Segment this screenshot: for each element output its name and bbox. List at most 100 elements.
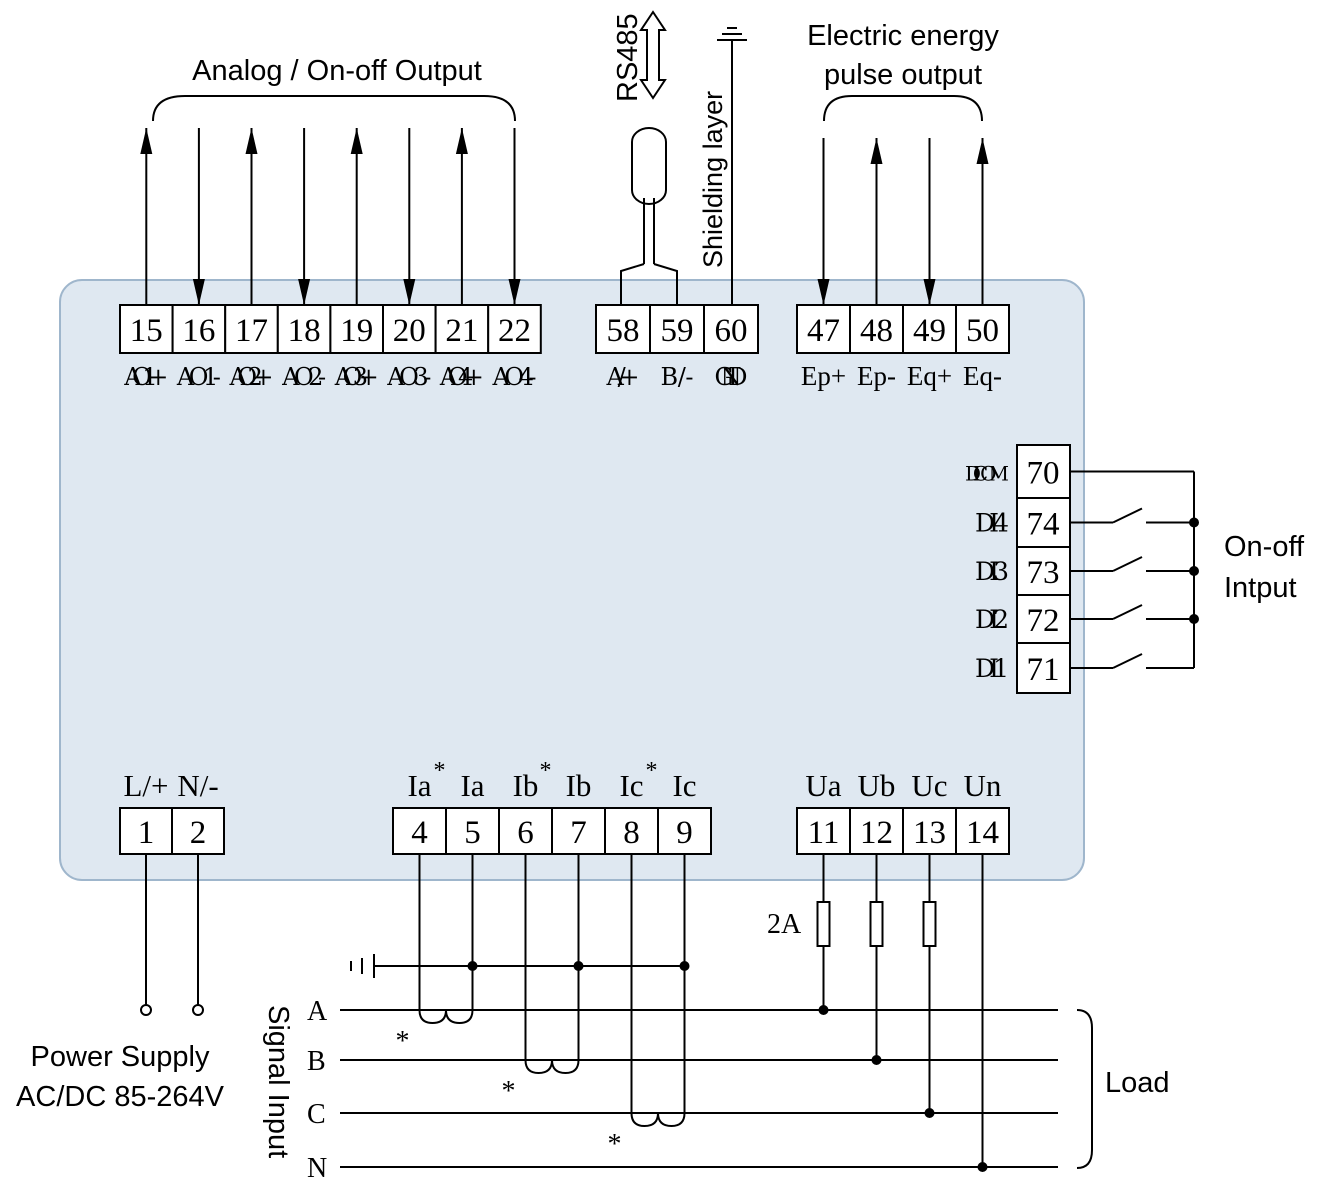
terminal-signal-label: DI3 — [975, 557, 1009, 586]
terminal-9: 9 Ic — [657, 768, 712, 855]
terminal-signal-label: Un — [964, 768, 1002, 803]
analog-output-title: Analog / On-off Output — [192, 55, 482, 87]
terminal-signal-label: Ua — [805, 768, 841, 803]
terminal-signal-label: B/- — [661, 363, 694, 391]
terminal-number: 21 — [445, 313, 478, 349]
terminal-signal-label: Ep- — [857, 361, 896, 391]
fuse-rating-label: 2A — [767, 909, 802, 940]
terminal-59: 59B/- — [649, 304, 705, 391]
phase-label-a: A — [307, 996, 328, 1027]
terminal-signal-label: L/+ — [123, 768, 168, 803]
terminal-signal-label: AO4+ — [439, 363, 484, 391]
terminal-signal-label: AO1- — [176, 363, 221, 391]
terminal-number: 8 — [623, 815, 640, 851]
terminal-number: 6 — [517, 815, 534, 851]
terminal-number: 16 — [182, 313, 215, 349]
terminal-signal-label: DI4 — [975, 509, 1009, 538]
terminal-number: 71 — [1027, 652, 1060, 688]
meter-panel — [59, 279, 1085, 881]
terminal-number: 49 — [913, 313, 946, 349]
ground-icon — [717, 27, 747, 305]
terminal-signal-label: Eq- — [963, 361, 1002, 391]
polarity-star: * — [540, 758, 552, 784]
terminal-number: 12 — [860, 815, 893, 851]
terminal-number: 17 — [235, 313, 268, 349]
terminal-number: 74 — [1027, 507, 1060, 543]
energy-title-line2: pulse output — [824, 59, 982, 91]
polarity-star: * — [396, 1026, 410, 1057]
terminal-6: 6Ib — [498, 768, 553, 855]
terminal-58: 58A/+ — [595, 304, 651, 391]
terminal-12: 12 Ub — [849, 768, 904, 855]
power-supply-line1: Power Supply — [31, 1041, 210, 1073]
terminal-7: 7 Ib — [551, 768, 606, 855]
terminal-signal-label: Eq+ — [907, 361, 952, 391]
onoff-input-line2: Intput — [1224, 572, 1297, 604]
terminal-signal-label: AO4- — [492, 363, 537, 391]
output-arrows — [140, 128, 989, 305]
terminal-number: 70 — [1027, 456, 1060, 492]
terminal-number: 73 — [1027, 555, 1060, 591]
polarity-star: * — [434, 758, 446, 784]
shielding-layer-label: Shielding layer — [698, 91, 728, 268]
energy-brace — [823, 95, 983, 122]
terminal-signal-label: Ib — [566, 768, 592, 803]
phase-label-b: B — [307, 1046, 326, 1077]
terminal-signal-label: DI2 — [975, 605, 1009, 634]
terminal-number: 4 — [411, 815, 428, 851]
terminal-number: 1 — [138, 815, 155, 851]
terminal-1: 1 L/+ — [119, 768, 173, 855]
terminal-number: 48 — [860, 313, 893, 349]
terminal-number: 9 — [676, 815, 693, 851]
terminal-number: 19 — [340, 313, 373, 349]
polarity-star: * — [646, 758, 658, 784]
terminal-signal-label: Ia — [460, 768, 484, 803]
terminal-number: 58 — [607, 313, 640, 349]
terminal-73: 73 DI3 — [975, 546, 1071, 596]
terminal-signal-label: Uc — [911, 768, 947, 803]
terminal-signal-label: N/- — [177, 768, 218, 803]
polarity-star: * — [608, 1129, 622, 1160]
terminal-4: 4Ia — [392, 768, 447, 855]
load-label: Load — [1105, 1067, 1170, 1099]
terminal-signal-label: AO2+ — [229, 363, 274, 391]
terminal-signal-label: Ic — [672, 768, 696, 803]
energy-title-line1: Electric energy — [807, 20, 999, 52]
load-brace — [1076, 1009, 1093, 1169]
terminal-number: 2 — [190, 815, 207, 851]
terminal-70: 70 DICOM — [965, 444, 1071, 499]
signal-input-label: Signal Input — [262, 1005, 294, 1158]
terminal-signal-label: GND — [715, 363, 748, 391]
terminal-signal-label: Ub — [858, 768, 896, 803]
terminal-number: 60 — [715, 313, 748, 349]
terminal-number: 59 — [661, 313, 694, 349]
terminal-number: 13 — [913, 815, 946, 851]
terminal-number: 7 — [570, 815, 587, 851]
analog-output-brace — [152, 95, 516, 122]
terminal-signal-label: DICOM — [965, 462, 1009, 486]
terminal-signal-label: Ic — [619, 768, 643, 803]
terminal-signal-label: AO2- — [281, 363, 326, 391]
terminal-number: 22 — [498, 313, 531, 349]
terminal-signal-label: A/+ — [606, 363, 640, 391]
terminal-number: 50 — [966, 313, 999, 349]
junction-dots — [467, 517, 1199, 1172]
terminal-blocks: 15AO1+16AO1-17AO2+18AO2-19AO3+20AO3-21AO… — [119, 304, 1071, 855]
rs485-double-arrow — [639, 10, 667, 100]
terminal-number: 72 — [1027, 603, 1060, 639]
terminal-14: 14 Un — [955, 768, 1010, 855]
terminal-number: 14 — [966, 815, 999, 851]
terminal-number: 18 — [288, 313, 321, 349]
